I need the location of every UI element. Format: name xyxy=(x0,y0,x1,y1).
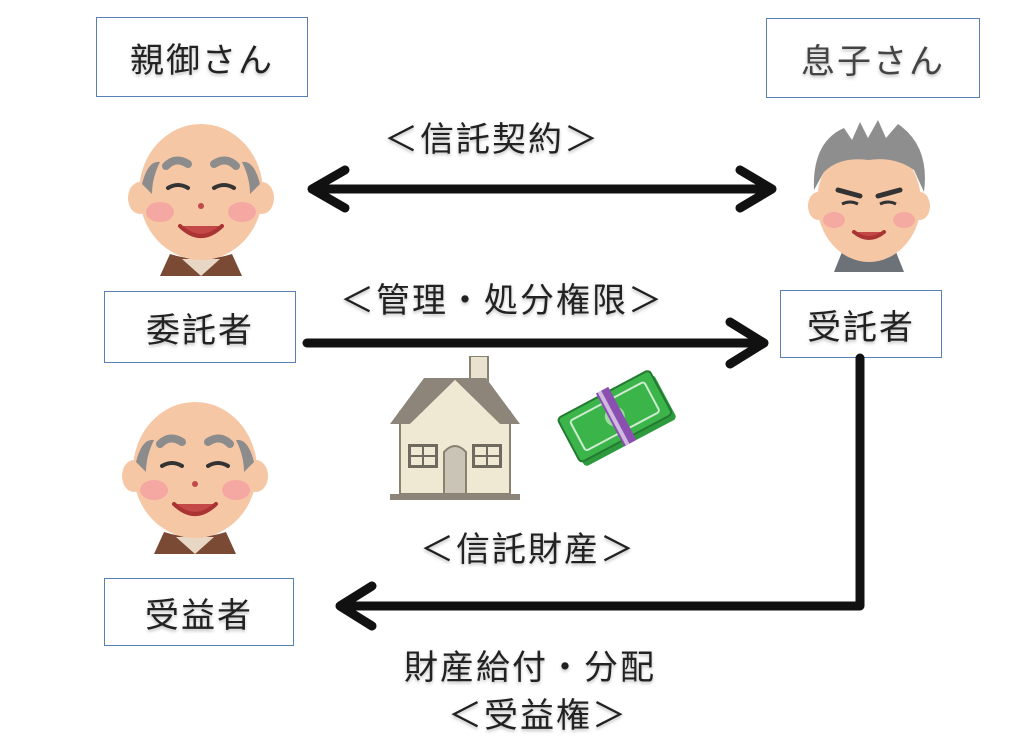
parent-name: 親御さん xyxy=(130,40,274,81)
settlor-box: 委託者 xyxy=(104,291,296,363)
house-icon xyxy=(390,356,520,500)
son-figure xyxy=(808,120,930,272)
parent-name-box: 親御さん xyxy=(96,17,308,97)
management-authority-label: ＜管理・処分権限＞ xyxy=(340,281,664,321)
cash-bundle-icon xyxy=(557,370,676,466)
beneficiary-figure xyxy=(122,402,268,554)
beneficiary-label: 受益者 xyxy=(145,595,253,636)
trustee-box: 受託者 xyxy=(780,290,942,358)
trust-property-label: ＜信託財産＞ xyxy=(420,530,636,570)
trust-contract-label: ＜信託契約＞ xyxy=(384,120,600,160)
benefit-label-line2: ＜受益権＞ xyxy=(448,696,628,736)
son-name-box: 息子さん xyxy=(766,18,980,98)
benefit-label-line1: 財産給付・分配 xyxy=(404,648,656,688)
settlor-label: 委託者 xyxy=(146,310,254,351)
beneficiary-box: 受益者 xyxy=(104,578,294,646)
son-name: 息子さん xyxy=(801,41,945,82)
authority-arrow xyxy=(302,317,769,369)
benefit-arrow xyxy=(335,353,865,631)
trustee-label: 受託者 xyxy=(807,307,915,348)
parent-figure xyxy=(128,124,274,276)
son-hair xyxy=(813,120,925,192)
contract-double-arrow xyxy=(307,165,777,213)
